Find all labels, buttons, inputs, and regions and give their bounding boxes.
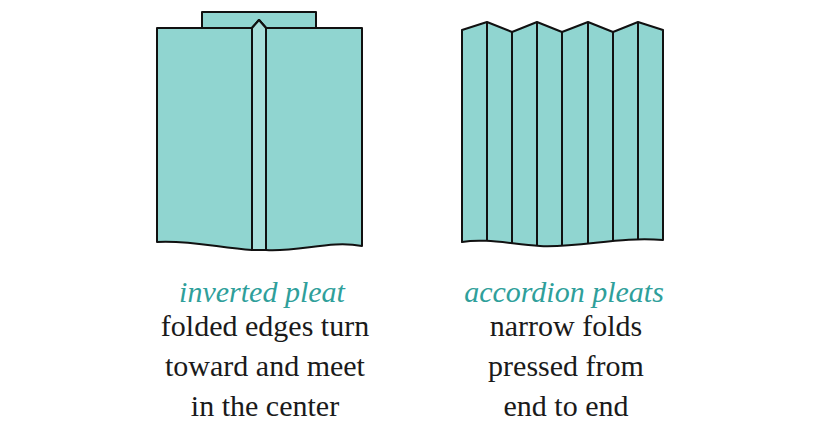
- pleat-description: folded edges turn toward and meet in the…: [154, 306, 376, 421]
- fold-line: [251, 28, 253, 250]
- pleat-description: narrow folds pressed from end to end: [470, 306, 662, 421]
- fold-line: [265, 28, 267, 250]
- pleat-heading: accordion pleats: [464, 272, 664, 312]
- inverted-pleat-panel: [157, 20, 362, 250]
- pleat-heading: inverted pleat: [179, 272, 345, 312]
- inverted-pleat-inner: [252, 20, 266, 250]
- accordion-pleats-panel: [462, 22, 663, 246]
- accordion-fold-lines: [487, 22, 638, 246]
